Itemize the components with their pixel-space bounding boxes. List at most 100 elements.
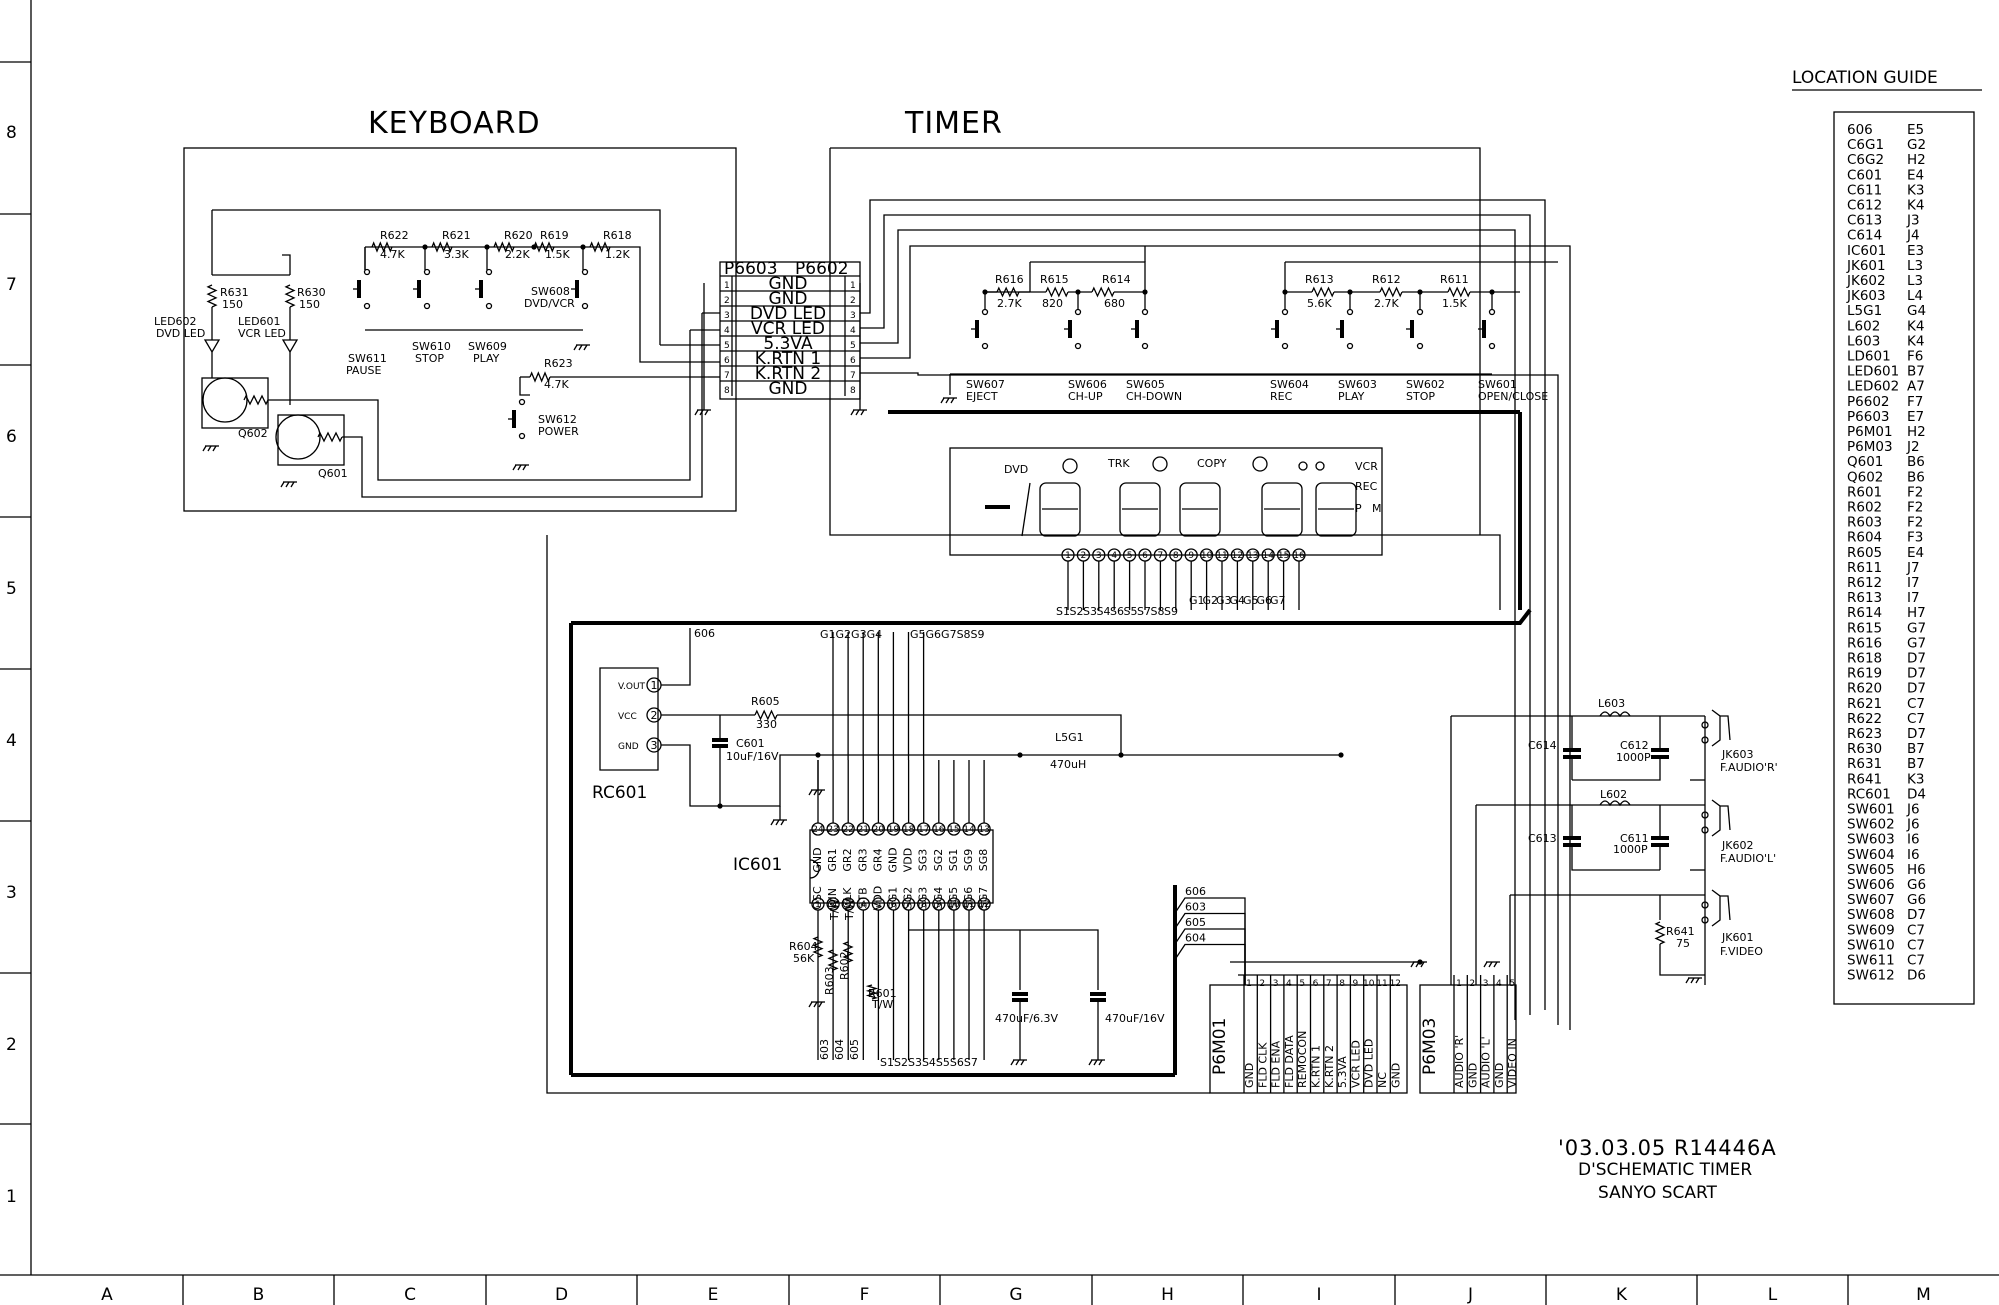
connector-pin-number: 6 bbox=[850, 356, 856, 366]
location-guide-cell: C7 bbox=[1907, 953, 1925, 969]
wire bbox=[704, 409, 709, 416]
location-guide-cell: D7 bbox=[1907, 666, 1926, 682]
location-guide-ref: R620 bbox=[1847, 681, 1882, 697]
ic601-pin-number: 24 bbox=[812, 825, 824, 835]
resistor-ref: R622 bbox=[380, 229, 409, 242]
ic601-pin-number: 20 bbox=[873, 825, 885, 835]
wire bbox=[268, 330, 691, 481]
p6m03-pin-number: 5 bbox=[1509, 979, 1515, 989]
location-guide-cell: E7 bbox=[1907, 409, 1924, 425]
ic601-pin-number: 1 bbox=[815, 900, 821, 910]
display-seg-label: S6 bbox=[1110, 605, 1124, 618]
ic601-pin-name: SG6 bbox=[962, 887, 975, 910]
wire bbox=[1021, 482, 1031, 537]
wire bbox=[290, 481, 295, 488]
location-guide-cell: F2 bbox=[1907, 515, 1923, 531]
seven-segment-digit bbox=[1179, 482, 1221, 537]
wire bbox=[1098, 1059, 1103, 1066]
jk603-name: F.AUDIO'R' bbox=[1720, 761, 1778, 774]
connector-pin-number: 3 bbox=[724, 311, 730, 321]
wire bbox=[519, 377, 530, 396]
ic601-pin-name: SG2 bbox=[932, 849, 945, 872]
ic601-pin-name: SG5 bbox=[947, 887, 960, 910]
location-guide-ref: SW606 bbox=[1847, 877, 1895, 893]
jk601-ref: JK601 bbox=[1721, 931, 1753, 944]
led-symbol bbox=[281, 339, 299, 354]
jk603-ref: JK603 bbox=[1721, 748, 1753, 761]
display-label-m: M bbox=[1372, 502, 1382, 515]
wire bbox=[850, 409, 855, 416]
switch-contact bbox=[981, 342, 989, 350]
display-seg-label: S1 bbox=[1056, 605, 1070, 618]
junction-dot bbox=[815, 752, 821, 758]
rc601-pin-number: 1 bbox=[651, 679, 658, 692]
ic601-pin-name: STB bbox=[856, 887, 869, 908]
resistor-symbol bbox=[589, 241, 611, 253]
ic601-pin-number: 15 bbox=[948, 825, 959, 835]
ic601-pin-number: 5 bbox=[876, 900, 882, 910]
location-guide-ref: C613 bbox=[1847, 213, 1882, 229]
p6m01-pin-number: 1 bbox=[1246, 979, 1252, 989]
resistor-value: 1.5K bbox=[545, 248, 570, 261]
rc601-ref: RC601 bbox=[592, 783, 647, 803]
transistor-frame bbox=[277, 414, 345, 466]
ic601-pin-name: SG2 bbox=[902, 887, 915, 910]
switch-contact bbox=[518, 432, 526, 440]
rc601-pin-name: VCC bbox=[618, 712, 637, 722]
ic601-group-g1-g4: G1G2G3G4 bbox=[820, 628, 882, 641]
switch-name: EJECT bbox=[966, 390, 998, 403]
wire bbox=[855, 409, 860, 416]
location-guide-ref: C6G1 bbox=[1847, 137, 1884, 153]
connector-pin-number: 3 bbox=[850, 311, 856, 321]
switch-contact bbox=[1281, 342, 1289, 350]
l5g1-value: 470uH bbox=[1050, 758, 1086, 771]
l603-ref: L603 bbox=[1598, 697, 1625, 710]
location-guide-cell: G6 bbox=[1907, 877, 1926, 893]
display-grid-label: G3 bbox=[1216, 594, 1232, 607]
ic601-notch bbox=[809, 859, 820, 879]
p6m01-pin-name: REMOCON bbox=[1296, 1031, 1309, 1088]
location-guide-cell: B7 bbox=[1907, 756, 1925, 772]
connector-pin-number: 4 bbox=[724, 326, 730, 336]
p6m01-pin-name: K.RTN 2 bbox=[1323, 1045, 1336, 1088]
ic601-pin-number: 21 bbox=[858, 825, 869, 835]
location-guide-cell: A7 bbox=[1907, 379, 1925, 395]
connector-pin-name: GND bbox=[769, 379, 808, 399]
wire bbox=[212, 445, 217, 452]
r605-ref: R605 bbox=[751, 695, 780, 708]
location-guide-ref: R615 bbox=[1847, 620, 1882, 636]
wire bbox=[860, 229, 1516, 1020]
display-pin-number: 2 bbox=[1081, 551, 1087, 561]
wire bbox=[694, 409, 699, 416]
switch-name: DVD/VCR bbox=[524, 297, 575, 310]
rc601-pin-name: GND bbox=[618, 742, 639, 752]
ic601-pin-name: GR3 bbox=[856, 848, 869, 871]
display-pin-number: 14 bbox=[1262, 551, 1274, 561]
connector-pin-name: K.RTN 2 bbox=[755, 364, 821, 384]
p6m01-pin-number: 2 bbox=[1259, 979, 1265, 989]
resistor-symbol bbox=[431, 241, 453, 253]
resistor-symbol bbox=[1654, 921, 1666, 945]
switch-name: PAUSE bbox=[346, 364, 381, 377]
location-guide-ref: C6G2 bbox=[1847, 152, 1884, 168]
wire bbox=[1088, 1059, 1093, 1066]
jk602-ref: JK602 bbox=[1721, 839, 1753, 852]
timer-key-section: R6162.7KR615820R614680R6135.6KR6122.7KR6… bbox=[829, 147, 1571, 1030]
resistor-symbol bbox=[842, 941, 854, 963]
p6m01-pin-name: NC bbox=[1376, 1072, 1389, 1088]
wire bbox=[1093, 1059, 1098, 1066]
resistor-ref: R631 bbox=[220, 286, 249, 299]
grid-row-label: 3 bbox=[6, 883, 17, 903]
grid-column-label: I bbox=[1316, 1285, 1321, 1305]
connector-pin-number: 8 bbox=[724, 386, 730, 396]
location-guide-ref: P6602 bbox=[1847, 394, 1890, 410]
connector-pin-name: GND bbox=[769, 289, 808, 309]
jk603-c-ref: C614 bbox=[1528, 739, 1557, 752]
display-grid-label: G7 bbox=[1270, 594, 1286, 607]
resistor-value: 1.5K bbox=[1442, 297, 1467, 310]
ic601-pin-number: 23 bbox=[827, 825, 838, 835]
keyboard-section: R6224.7KR6213.3KR6202.2KR6191.5KR6181.2K… bbox=[154, 147, 737, 512]
switch-name: STOP bbox=[1406, 390, 1435, 403]
